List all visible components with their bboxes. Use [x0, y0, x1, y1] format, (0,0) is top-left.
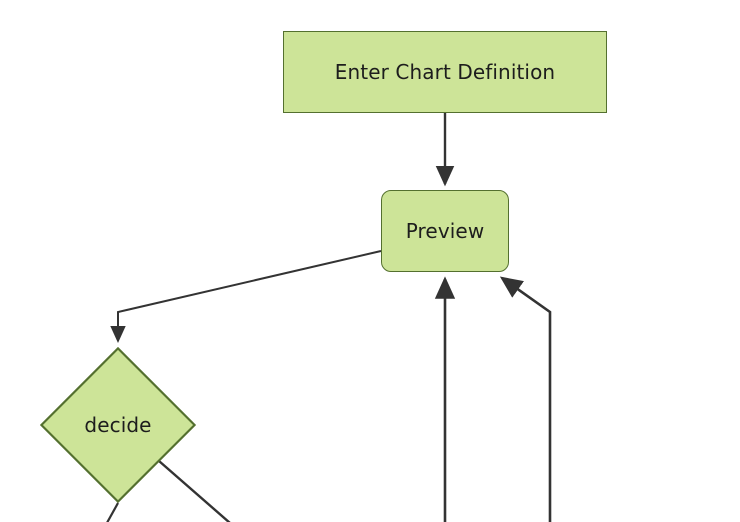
node-label-enter-chart-definition: Enter Chart Definition	[334, 60, 556, 84]
node-label-preview: Preview	[405, 219, 485, 243]
node-decide[interactable]: decide	[40, 347, 196, 503]
edge-into-preview-bottom-right	[499, 276, 552, 522]
diamond-shape	[40, 347, 196, 503]
node-enter-chart-definition[interactable]: Enter Chart Definition	[283, 31, 607, 113]
edge-preview-to-decide	[110, 250, 382, 344]
edge-decide-out-left	[106, 502, 119, 522]
node-label-decide: decide	[84, 413, 152, 437]
node-preview[interactable]: Preview	[381, 190, 509, 272]
